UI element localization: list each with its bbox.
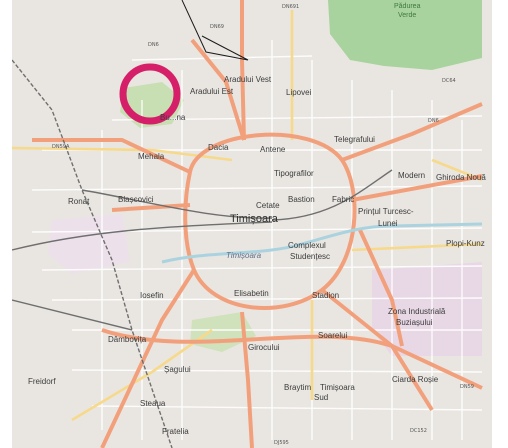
label-girocului: Girocului [248,343,280,352]
label-stadion: Stadion [312,291,339,300]
label-plopi-kunz: Plopi-Kunz [446,239,485,248]
label-fratelia: Fratelia [162,427,189,436]
road-label-dn6-east: DN6 [428,118,439,124]
railway-lines [12,59,393,448]
road-label-dc64: DC64 [442,78,456,84]
road-label-dn59a: DN59A [52,144,70,150]
main-roads [32,0,483,448]
bega-canal [161,222,483,264]
label-sud: Sud [314,393,328,402]
label-tipografilor: Tipografilor [274,169,314,178]
label-printul-turcesc: Prințul Turcesc- [358,207,414,216]
city-map[interactable]: Aradului Vest Aradului Est Lipovei Bu...… [12,0,492,448]
label-zona-industriala: Zona Industrială [388,307,446,316]
label-iosefin: Iosefin [140,291,164,300]
road-label-dn69: DN69 [210,24,224,30]
road-label-dn6-north: DN6 [148,42,159,48]
label-aradului-vest: Aradului Vest [224,75,272,84]
road-label-dc152: DC152 [410,428,427,434]
label-blascovici: Blașcovici [118,195,154,204]
forest-area-north-east [328,0,482,70]
label-padurea: Pădurea [394,3,421,10]
label-ronat: Ronat [68,197,90,206]
label-lunei: Lunei [378,219,398,228]
label-buziasului-ind: Buziașului [396,318,433,327]
label-complexul: Complexul [288,241,326,250]
location-circle-marker[interactable] [119,63,181,125]
road-label-dn691: DN691 [282,4,299,10]
label-mehala: Mehala [138,152,165,161]
label-sagului: Șagului [164,365,191,374]
label-timisoara-river: Timișoara [226,251,262,260]
label-fabric: Fabric [332,195,354,204]
label-soarelui: Soarelui [318,331,348,340]
road-label-dn59: DN59 [460,384,474,390]
industrial-area-west [48,214,130,274]
label-lipovei: Lipovei [286,88,312,97]
label-dacia: Dacia [208,143,229,152]
label-cetate: Cetate [256,201,280,210]
road-label-dj595: DJ595 [274,440,289,446]
label-dambovita: Dâmbovița [108,335,147,344]
label-buziasului: Bu...na [160,113,186,122]
label-braytim: Braytim [284,383,311,392]
label-steaua: Steaua [140,399,166,408]
label-verde: Verde [398,12,416,19]
label-ghiroda-noua: Ghiroda Nouă [436,173,486,182]
label-timisoara-city: Timișoara [230,213,279,225]
label-modern: Modern [398,171,425,180]
label-aradului-est: Aradului Est [190,87,234,96]
label-timisoara-sud: Timișoara [320,383,355,392]
label-calea-rosie: Ciarda Roșie [392,375,439,384]
label-telegrafului: Telegrafului [334,135,375,144]
label-antene: Antene [260,145,286,154]
label-bastion: Bastion [288,195,315,204]
pointer-lines [181,0,249,61]
label-freidorf: Freidorf [28,377,56,386]
label-elisabetin: Elisabetin [234,289,269,298]
label-studentesc: Studențesc [290,252,330,261]
